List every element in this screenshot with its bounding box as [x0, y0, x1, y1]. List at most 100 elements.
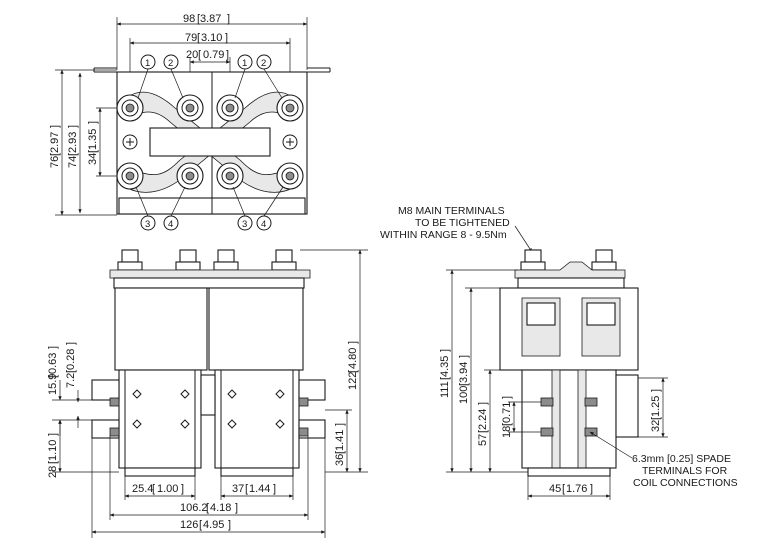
- terminal-label: 3: [145, 219, 150, 230]
- svg-text:]: ]: [226, 49, 229, 61]
- dim-top-width-terminals-in: 3.10: [201, 32, 222, 44]
- terminal-labels-bottom: 3 4 3 4: [135, 186, 284, 231]
- svg-text:[: [: [206, 502, 209, 514]
- svg-text:]: ]: [439, 349, 451, 352]
- svg-text:]: ]: [235, 502, 238, 514]
- dim-front-right-a: 36: [334, 454, 346, 466]
- svg-text:]: ]: [477, 402, 489, 405]
- note-main-terminals-line3: WITHIN RANGE 8 - 9.5Nm: [380, 229, 507, 241]
- dim-side-width: 45: [549, 483, 561, 495]
- dim-front-right-a-in: 1.41: [334, 430, 346, 451]
- note-spade-line2: TERMINALS FOR: [642, 465, 728, 477]
- svg-text:]: ]: [347, 341, 359, 344]
- terminal-label: 3: [242, 219, 247, 230]
- svg-text:[: [: [439, 377, 451, 380]
- svg-text:[: [: [67, 153, 79, 156]
- dim-side-height-e: 32: [650, 420, 662, 432]
- note-spade-line3: COIL CONNECTIONS: [633, 477, 738, 489]
- svg-text:[: [: [650, 417, 662, 420]
- dim-side-height-a: 111: [439, 381, 451, 398]
- front-studs: [117, 249, 297, 271]
- top-view: 98 3.87 [ ] 79 [ 3.10 ] 20 [ 0.79 ]: [49, 13, 331, 231]
- dim-front-height-total-in: 4.80: [347, 348, 359, 369]
- dim-top-height-body: 74: [67, 156, 79, 168]
- front-view: 122 [ 4.80 ] 36 [ 1.41 ] 15.9 [ 0.63 ] 7…: [47, 249, 368, 538]
- svg-text:]: ]: [227, 13, 230, 25]
- dim-front-base-b: 37: [232, 483, 244, 495]
- terminal-label: 2: [168, 58, 173, 69]
- terminal-labels-top: 1 2 1 2: [137, 54, 283, 99]
- svg-text:[: [: [458, 383, 470, 386]
- dim-side-height-b: 100: [458, 386, 470, 404]
- dim-front-left-c-in: 1.10: [47, 440, 59, 461]
- svg-text:[: [: [245, 483, 248, 495]
- note-main-terminals-line2: TO BE TIGHTENED: [415, 217, 510, 229]
- dim-front-left-a: 15.9: [47, 374, 59, 395]
- svg-text:]: ]: [87, 121, 99, 124]
- svg-text:]: ]: [501, 396, 513, 399]
- terminal-label: 4: [261, 219, 266, 230]
- dim-top-height-overall: 76: [49, 156, 61, 168]
- dim-front-base-a: 25.4: [132, 483, 153, 495]
- dim-top-height-terminals-in: 1.35: [87, 129, 99, 150]
- terminal-label: 4: [168, 219, 173, 230]
- svg-text:]: ]: [181, 483, 184, 495]
- note-spade-line1: 6.3mm [0.25] SPADE: [632, 453, 731, 465]
- coil-right: [208, 287, 304, 371]
- dim-side-height-e-in: 1.25: [650, 396, 662, 417]
- svg-text:[: [: [347, 370, 359, 373]
- dim-front-left-b: 7.2: [65, 373, 77, 388]
- note-main-terminals-line1: M8 MAIN TERMINALS: [398, 205, 505, 217]
- svg-text:]: ]: [67, 125, 79, 128]
- dim-front-left-c: 28: [47, 466, 59, 478]
- svg-text:]: ]: [228, 519, 231, 531]
- dim-front-base-c: 106.2: [180, 502, 208, 514]
- svg-text:[: [: [198, 49, 201, 61]
- svg-text:]: ]: [273, 483, 276, 495]
- svg-text:]: ]: [47, 346, 59, 349]
- dim-top-width-overall: 98: [183, 13, 195, 25]
- dim-side-height-c: 57: [477, 434, 489, 446]
- side-view: M8 MAIN TERMINALS TO BE TIGHTENED WITHIN…: [380, 205, 738, 500]
- svg-text:]: ]: [49, 125, 61, 128]
- dim-top-width-terminals: 79: [185, 32, 197, 44]
- terminal-label: 1: [145, 58, 150, 69]
- svg-text:[: [: [562, 483, 565, 495]
- svg-text:[: [: [87, 150, 99, 153]
- dim-top-height-overall-in: 2.97: [49, 132, 61, 153]
- svg-text:[: [: [49, 153, 61, 156]
- svg-text:]: ]: [458, 355, 470, 358]
- dim-side-width-in: 1.76: [566, 483, 587, 495]
- svg-text:[: [: [65, 370, 77, 373]
- dim-top-width-overall-in: 3.87: [200, 13, 221, 25]
- dim-top-height-terminals: 34: [87, 153, 99, 165]
- svg-text:[: [: [501, 423, 513, 426]
- dim-side-height-d-in: 0.71: [501, 402, 513, 423]
- svg-text:[: [: [152, 483, 155, 495]
- dim-front-base-b-in: 1.44: [249, 483, 270, 495]
- svg-text:[: [: [47, 461, 59, 464]
- front-screws: [132, 389, 285, 429]
- dim-top-pitch-in: 0.79: [203, 49, 224, 61]
- dim-side-height-a-in: 4.35: [439, 356, 451, 377]
- svg-text:[: [: [197, 32, 200, 44]
- svg-text:[: [: [199, 519, 202, 531]
- dim-front-left-a-in: 0.63: [47, 353, 59, 374]
- dim-side-height-d: 18: [501, 426, 513, 438]
- svg-text:[: [: [334, 451, 346, 454]
- dim-front-base-a-in: 1.00: [157, 483, 178, 495]
- svg-text:]: ]: [47, 433, 59, 436]
- dim-side-height-b-in: 3.94: [458, 362, 470, 383]
- svg-text:]: ]: [590, 483, 593, 495]
- svg-text:]: ]: [225, 32, 228, 44]
- svg-text:[: [: [47, 375, 59, 378]
- svg-text:[: [: [197, 13, 200, 25]
- dim-side-height-c-in: 2.24: [477, 409, 489, 430]
- svg-text:]: ]: [65, 342, 77, 345]
- coil-left: [114, 287, 208, 371]
- dim-front-base-d: 126: [180, 519, 198, 531]
- terminal-label: 2: [261, 58, 266, 69]
- svg-text:]: ]: [650, 389, 662, 392]
